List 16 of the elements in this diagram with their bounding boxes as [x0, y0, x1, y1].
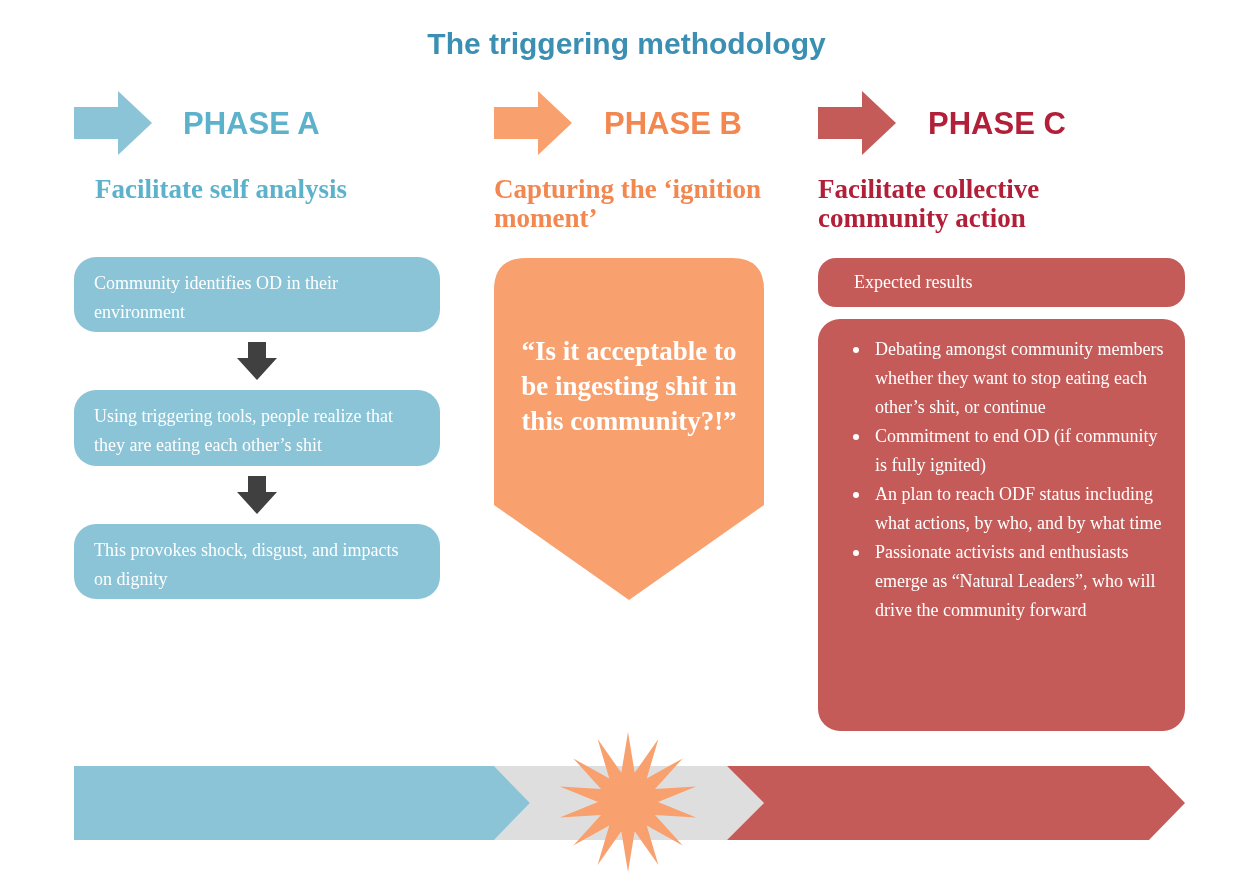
step-box: Community identifies OD in their environment: [74, 257, 440, 332]
step-box: This provokes shock, disgust, and impacts on dignity: [74, 524, 440, 599]
results-header-box: Expected results: [818, 258, 1185, 307]
title: The triggering methodology: [426, 27, 827, 62]
bullet-item: An plan to reach ODF status including what actions, by who, and by what time: [875, 483, 1163, 535]
step-box: Using triggering tools, people realize that they are eating each other’s shit: [74, 390, 440, 466]
phase-heading: PHASE A: [183, 106, 321, 142]
question-arrow-shape: “Is it acceptable to be ingesting shit in this community?!”: [494, 258, 764, 600]
phase-subtitle: Facilitate self analysis: [95, 175, 348, 204]
phase-heading: PHASE B: [604, 106, 743, 142]
bullet-item: Passionate activists and enthusiasts emerge as “Natural Leaders”, who will drive the community forward: [875, 541, 1157, 622]
bullet-item: Debating amongst community members whether they want to stop eating each other’s shit, or continue: [875, 338, 1165, 419]
phase-subtitle: Capturing the ‘ignition moment’: [494, 175, 763, 233]
bullet-item: Commitment to end OD (if community is fully ignited): [875, 425, 1159, 477]
phase-subtitle: Facilitate collective community action: [818, 175, 1041, 233]
phase-heading: PHASE C: [928, 106, 1067, 142]
